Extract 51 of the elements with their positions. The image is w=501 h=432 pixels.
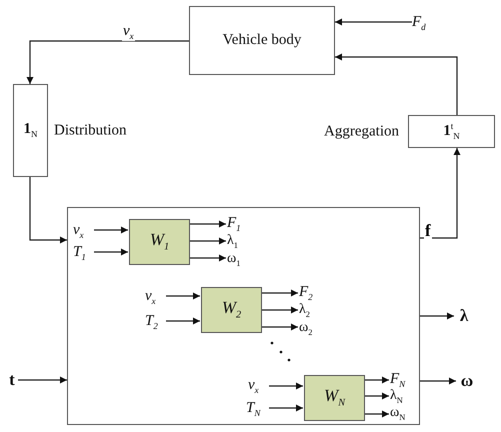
signal-label: F$_{2}$ (299, 283, 323, 303)
block-box: Vehicle body (189, 6, 335, 75)
arrow (420, 378, 456, 384)
signal-label: λ$_{2}$ (299, 301, 323, 321)
output-label: ω (456, 369, 478, 391)
subsystem-box: W$_{N}$ (304, 375, 365, 421)
arrow (29, 177, 67, 244)
signal-label: T$_{2}$ (145, 311, 167, 333)
signal-label: T$_{1}$ (73, 242, 95, 264)
edge-label: f (424, 222, 432, 239)
arrow (364, 410, 389, 418)
signal-label: λ$_{1}$ (227, 232, 251, 252)
arrow (166, 292, 200, 300)
arrow (261, 306, 298, 314)
arrow (335, 54, 458, 115)
signal-label: v$_{x}$ (145, 286, 167, 308)
arrow (166, 318, 200, 324)
arrow (420, 148, 460, 239)
node-text: 1$_{N}$ (24, 122, 38, 139)
signal-label: ω$_{1}$ (227, 250, 251, 270)
side-label: Aggregation (324, 124, 399, 139)
side-label: Distribution (54, 123, 127, 138)
arrow (335, 18, 412, 26)
container-box (67, 207, 420, 425)
signal-label: F$_{d}$ (412, 12, 438, 34)
signal-label: F$_{1}$ (227, 214, 251, 234)
arrow (189, 238, 226, 244)
subsystem-box: W$_{2}$ (201, 287, 262, 333)
output-label: λ (454, 304, 474, 326)
arrow (26, 40, 189, 84)
signal-label: v$_{x}$ (248, 375, 270, 397)
signal-label: F$_{N}$ (390, 371, 418, 390)
subsystem-box: W$_{1}$ (129, 219, 190, 265)
arrow (261, 324, 298, 330)
arrow (420, 312, 454, 320)
output-label: t (6, 368, 18, 390)
arrow (94, 248, 128, 256)
signal-label: λ$_{N}$ (390, 388, 418, 407)
signal-label: T$_{N}$ (246, 398, 270, 420)
arrow (189, 220, 226, 228)
arrow (189, 254, 226, 262)
arrow (269, 404, 303, 412)
arrow (94, 226, 128, 234)
arrow (364, 392, 389, 400)
signal-label: ω$_{N}$ (390, 405, 419, 424)
arrow (269, 382, 303, 390)
arrow (18, 376, 67, 384)
arrow (261, 290, 298, 296)
signal-label: v$_{x}$ (73, 220, 95, 242)
arrow (364, 376, 389, 384)
signal-label: ω$_{2}$ (299, 319, 323, 339)
